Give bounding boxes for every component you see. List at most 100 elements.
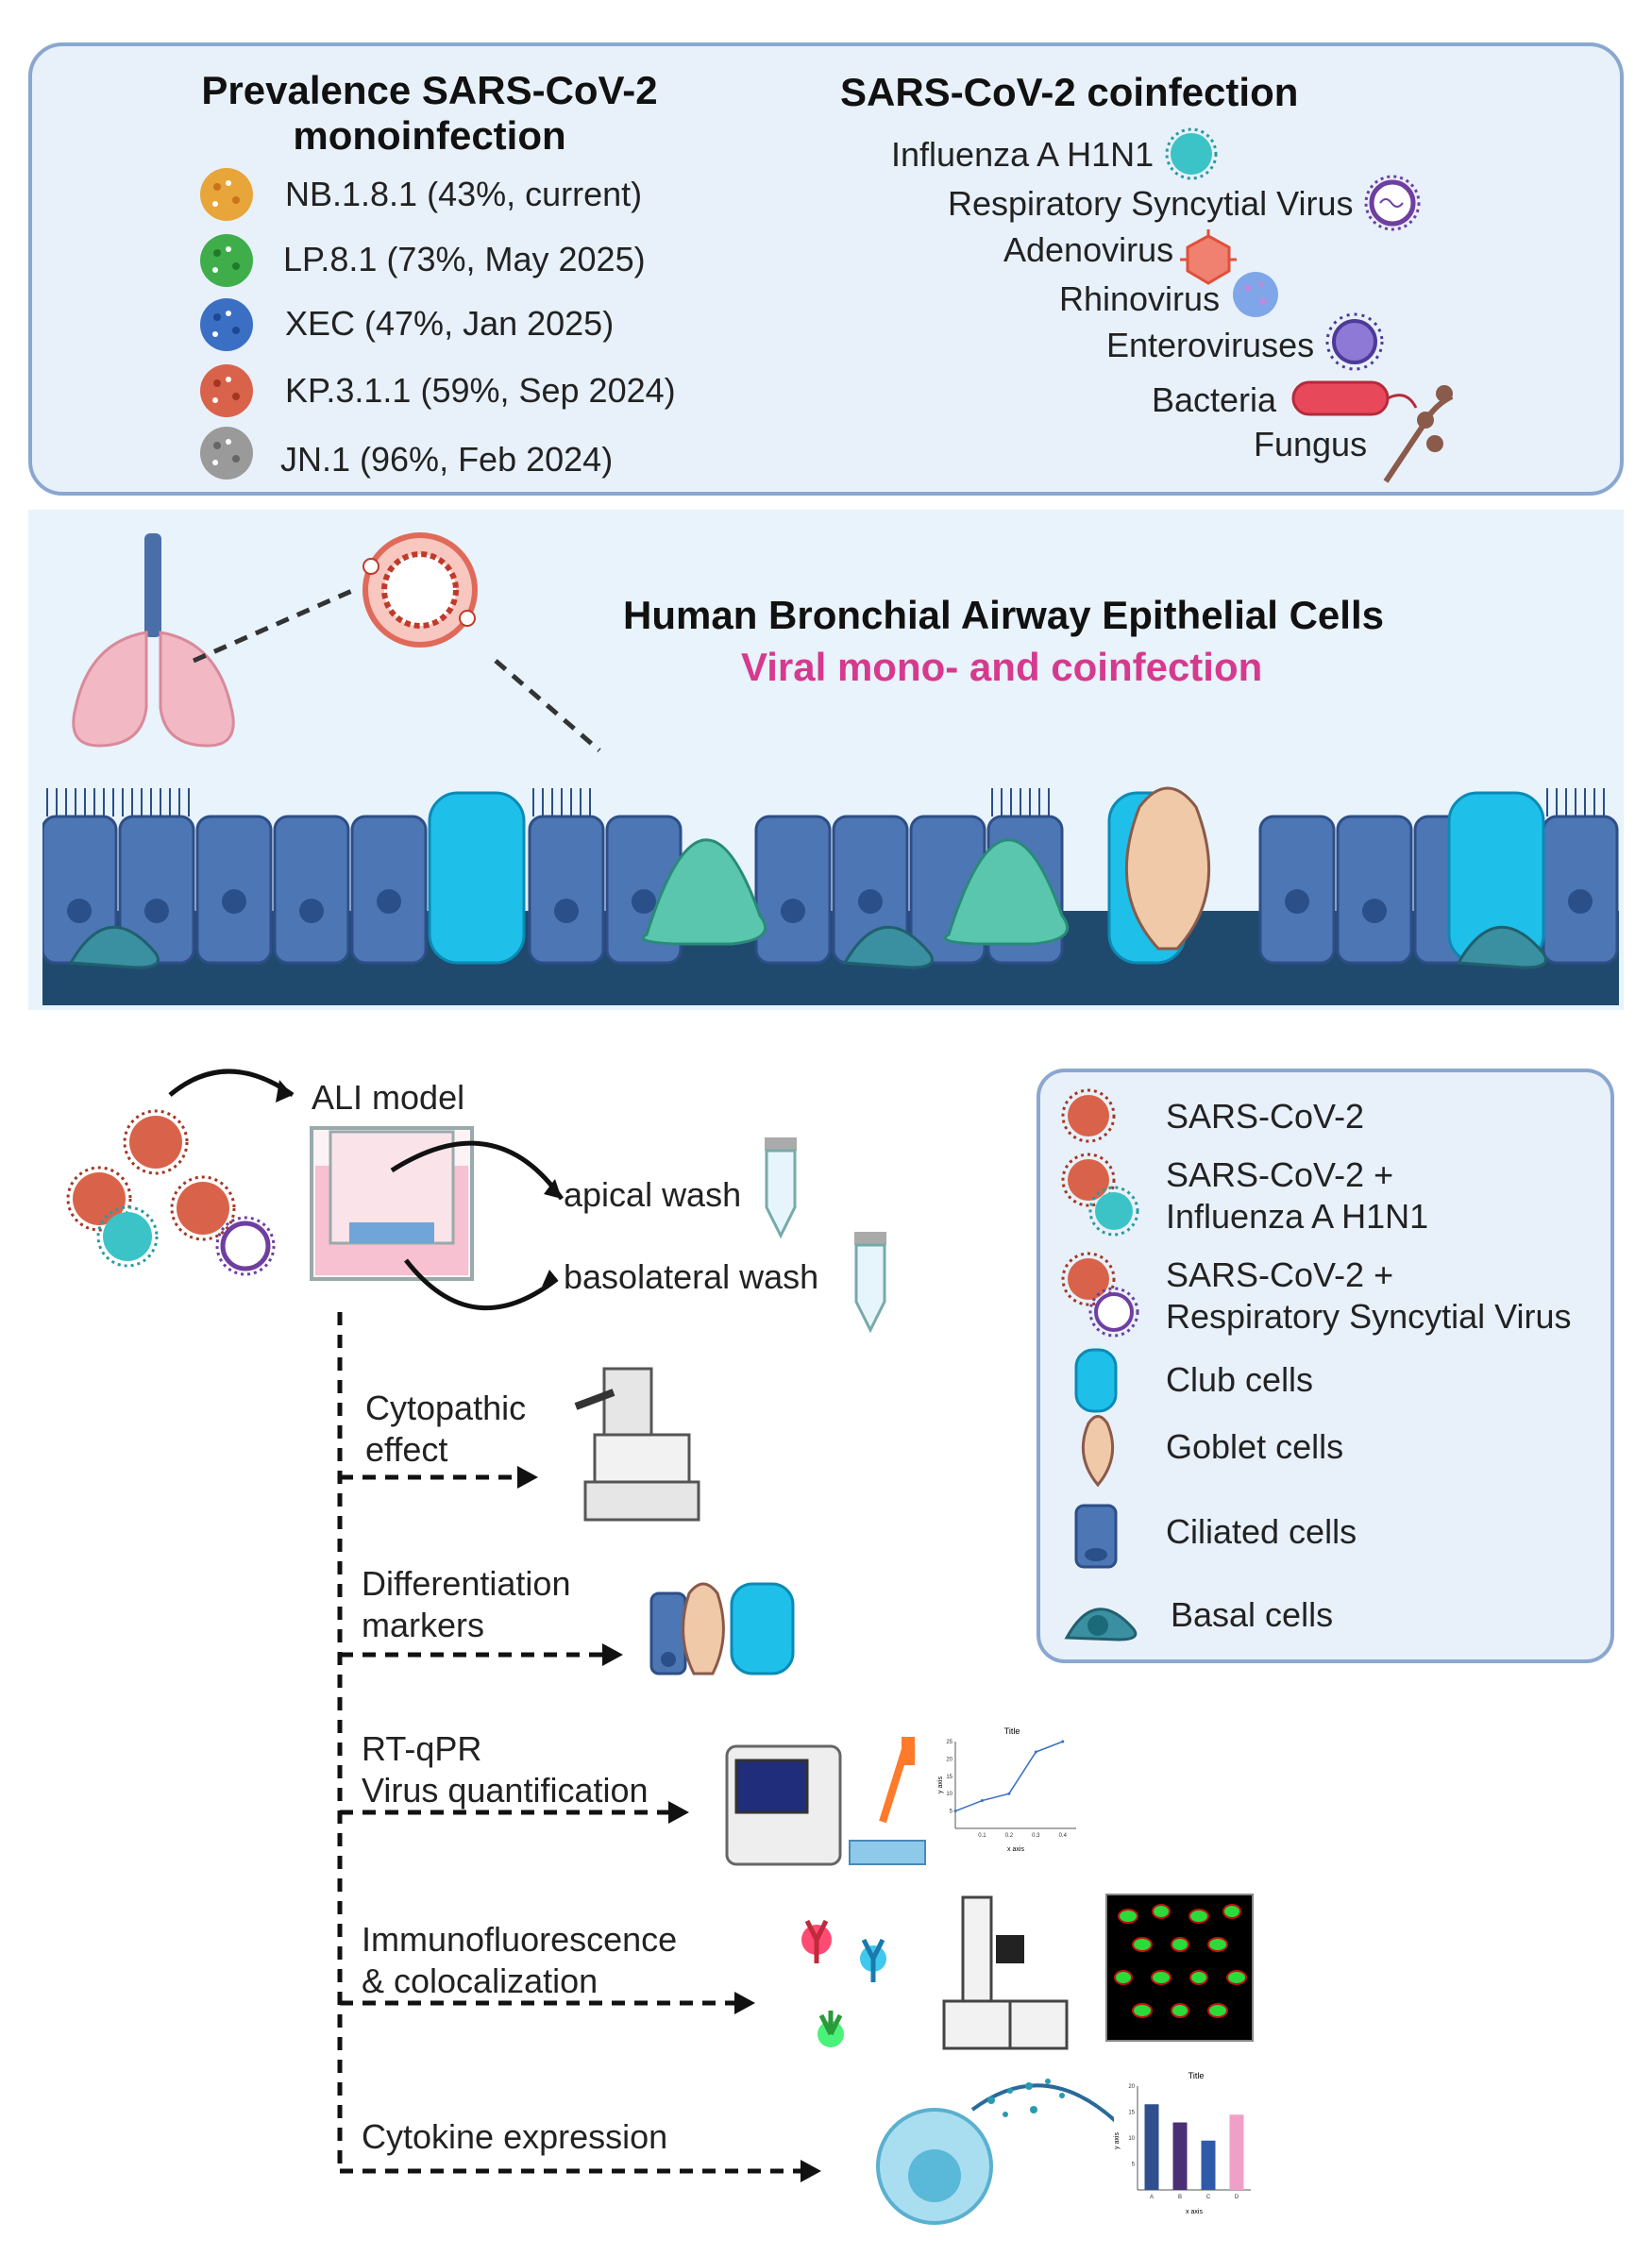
- coinfection-rsv: Respiratory Syncytial Virus: [948, 184, 1354, 223]
- bar-chart-category-label: C: [1206, 2195, 1211, 2200]
- arrow-apical-icon: [544, 1179, 562, 1199]
- line-chart-xtick: 0.4: [1059, 1833, 1068, 1839]
- line-chart-point: [1034, 1750, 1037, 1754]
- lung-icon: [72, 533, 235, 748]
- influenza-icon: [1165, 127, 1218, 180]
- rsv-icon: [1364, 175, 1421, 231]
- coinfection-rhino: Rhinovirus: [1059, 279, 1221, 318]
- step-pcr-line1: RT-qPR: [362, 1729, 482, 1768]
- legend-sars-rsv-line2: Respiratory Syncytial Virus: [1166, 1297, 1572, 1336]
- rsv-virion-icon: [215, 1216, 276, 1276]
- legend-sars-icon: [1061, 1088, 1116, 1143]
- ali-model-label: ALI model: [312, 1078, 465, 1117]
- apical-tube-icon: [765, 1137, 797, 1239]
- step-if-line1: Immunofluorescence: [362, 1920, 678, 1959]
- variant-virus-icon-lp81: [200, 234, 253, 287]
- bacteria-icon: [1291, 380, 1418, 416]
- step-pcr-line2: Virus quantification: [362, 1771, 649, 1810]
- ali-inoculum-illustration: [66, 1069, 295, 1276]
- variant-virus-icon-nb181: [200, 168, 253, 221]
- coinfection-fungus: Fungus: [1254, 425, 1368, 463]
- bar-chart-bar: [1172, 2122, 1188, 2190]
- arrow-basolateral-icon: [542, 1270, 557, 1287]
- legend-club-cell-icon: [1074, 1348, 1118, 1413]
- sars-cov-2-virion-icon: [170, 1175, 236, 1241]
- legend-club: Club cells: [1166, 1360, 1314, 1399]
- bar-chart-bar: [1229, 2114, 1244, 2190]
- variant-virus-icons: [200, 168, 253, 480]
- microscope-icon: [574, 1367, 700, 1522]
- line-chart-point: [980, 1799, 984, 1803]
- transwell-insert-icon: [310, 1126, 474, 1281]
- epithelium-illustration: [42, 786, 1619, 1005]
- adenovirus-icon: [1180, 229, 1237, 285]
- bar-chart-ytick: 5: [1132, 2163, 1136, 2168]
- bar-chart-bar: [1144, 2104, 1159, 2190]
- coinfection-entero: Enteroviruses: [1106, 326, 1315, 364]
- line-chart-point: [953, 1810, 957, 1813]
- line-chart-point: [1007, 1792, 1011, 1795]
- lung-and-airway-section: [72, 532, 601, 752]
- antibody-fluorescence-icon: [801, 1919, 886, 2047]
- fluorescence-microscope-icon: [942, 1895, 1069, 2050]
- arrow-to-ali-icon: [276, 1080, 293, 1103]
- variant-virus-icon-xec: [200, 298, 253, 351]
- bar-chart-category-label: A: [1150, 2195, 1154, 2200]
- prevalence-title-line2: monoinfection: [293, 113, 566, 158]
- coinfection-adeno: Adenovirus: [1003, 230, 1174, 269]
- bar-chart-bar: [1201, 2140, 1216, 2190]
- legend-sars: SARS-CoV-2: [1166, 1097, 1365, 1136]
- coinfection-pathogen-icons: [1165, 127, 1454, 483]
- line-chart-ytick: 15: [946, 1775, 952, 1780]
- line-chart-ylabel: y axis: [937, 1776, 944, 1793]
- goblet-cell-shape: [1124, 786, 1211, 951]
- legend-goblet: Goblet cells: [1166, 1427, 1344, 1466]
- basolateral-tube-icon: [854, 1232, 886, 1334]
- airway-subtitle: Viral mono- and coinfection: [741, 645, 1263, 689]
- fluorescence-image: [1105, 1894, 1254, 2042]
- legend-sars-h1n1-icon: [1061, 1153, 1139, 1237]
- influenza-virion-icon: [96, 1205, 159, 1268]
- rhinovirus-icon: [1233, 272, 1278, 317]
- legend-goblet-cell-icon: [1081, 1415, 1115, 1488]
- line-chart-ytick: 20: [946, 1757, 952, 1762]
- legend-sars-h1n1-line2: Influenza A H1N1: [1166, 1197, 1429, 1236]
- pcr-machine-icon: [725, 1737, 926, 1866]
- variant-label-kp311: KP.3.1.1 (59%, Sep 2024): [285, 371, 676, 410]
- legend-ciliated: Ciliated cells: [1166, 1512, 1357, 1551]
- legend-sars-h1n1-line1: SARS-CoV-2 +: [1166, 1155, 1394, 1194]
- step-cpe-line1: Cytopathic: [365, 1389, 527, 1427]
- variant-label-lp81: LP.8.1 (73%, May 2025): [283, 240, 646, 278]
- line-chart-point: [1061, 1740, 1065, 1743]
- line-chart-title: Title: [1004, 1726, 1020, 1736]
- step-diff-line1: Differentiation: [362, 1564, 571, 1603]
- bar-chart-ytick: 15: [1128, 2111, 1135, 2116]
- cell-markers-icon: [649, 1582, 795, 1675]
- step-diff-line2: markers: [362, 1606, 485, 1644]
- coinfection-h1n1: Influenza A H1N1: [891, 135, 1155, 174]
- cytokine-secretion-icon: [876, 2079, 1114, 2225]
- legend-basal: Basal cells: [1171, 1595, 1334, 1634]
- step-cpe-line2: effect: [365, 1430, 448, 1469]
- basolateral-wash-label: basolateral wash: [564, 1257, 819, 1296]
- airway-title: Human Bronchial Airway Epithelial Cells: [623, 593, 1384, 637]
- bar-chart-title: Title: [1188, 2071, 1205, 2080]
- line-chart-xlabel: x axis: [1007, 1846, 1024, 1853]
- workflow-tree: [337, 1312, 821, 2182]
- line-chart-series: [954, 1741, 1064, 1812]
- top-panel: [28, 42, 1624, 496]
- transwell-and-washes: [310, 1126, 886, 1334]
- line-chart-xtick: 0.3: [1032, 1833, 1040, 1839]
- apical-wash-label: apical wash: [564, 1175, 742, 1214]
- sars-cov-2-virion-icon: [123, 1109, 189, 1175]
- prevalence-title-line1: Prevalence SARS-CoV-2: [201, 68, 658, 112]
- variant-virus-icon-kp311: [200, 364, 253, 417]
- legend-box: [1037, 1069, 1614, 1663]
- line-chart-xtick: 0.1: [978, 1833, 986, 1839]
- legend-ciliated-cell-icon: [1074, 1504, 1118, 1569]
- legend-basal-cell-icon: [1064, 1608, 1138, 1641]
- bar-chart-ylabel: y axis: [1114, 2132, 1121, 2149]
